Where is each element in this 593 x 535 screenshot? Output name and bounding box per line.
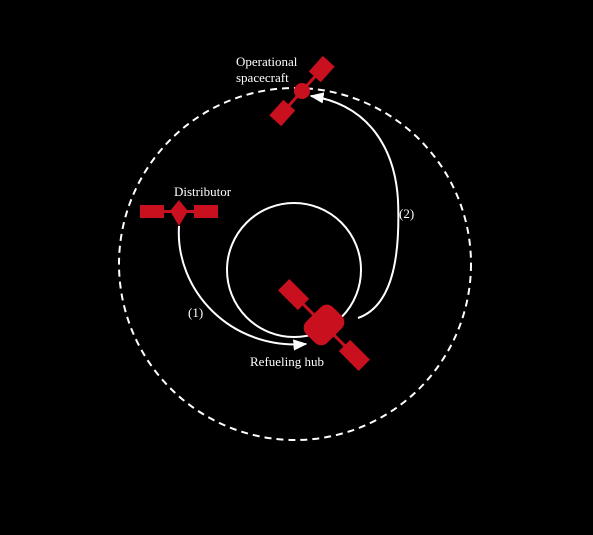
distributor-label: Distributor [174,184,232,199]
operational-spacecraft-label-line1: Operational [236,54,298,69]
operational-spacecraft-label-line2: spacecraft [236,70,289,85]
transfer-path-1 [177,225,308,351]
path-1-label: (1) [188,305,203,320]
path-2-label: (2) [399,206,414,221]
outer-orbit [118,87,472,441]
distributor-icon [140,200,218,226]
refueling-hub-icon [278,279,370,371]
inner-orbit [226,202,362,338]
transfer-path-2 [309,92,400,319]
refueling-hub-label: Refueling hub [250,354,324,369]
operational-spacecraft-icon [269,55,335,127]
